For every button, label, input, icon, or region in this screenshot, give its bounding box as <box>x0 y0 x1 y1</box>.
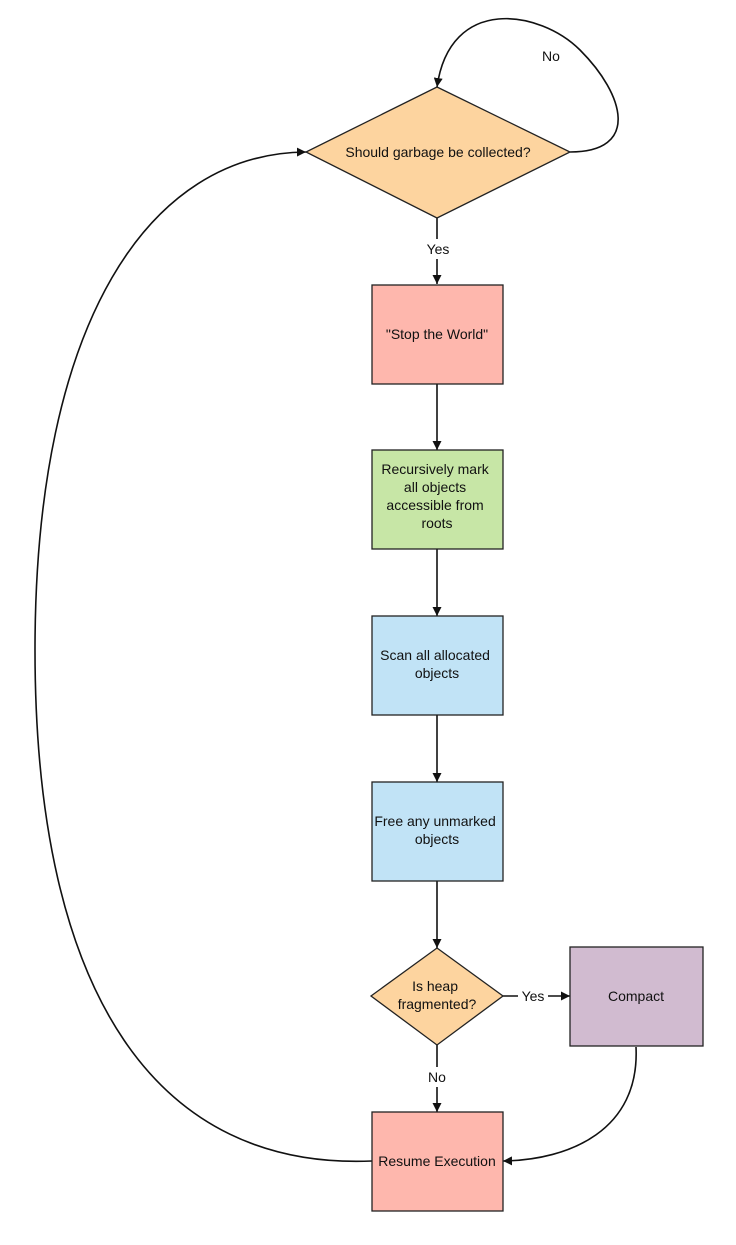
decision-should-gc-label: Should garbage be collected? <box>345 144 530 160</box>
decision-should-gc: Should garbage be collected? <box>304 86 572 219</box>
edge-compact-to-resume <box>502 1046 637 1166</box>
process-free-unmarked: Free any unmarked objects <box>371 781 504 882</box>
edge-heap-yes-label: Yes <box>522 988 545 1004</box>
process-stop-the-world-shape <box>371 284 504 385</box>
decision-should-gc-shape <box>304 86 572 219</box>
edges: No Yes Yes No <box>34 17 637 1166</box>
edge-gc-no-label: No <box>542 48 560 64</box>
edge-resume-to-gc <box>34 147 373 1163</box>
decision-heap-fragmented-shape <box>369 947 505 1046</box>
edge-heap-no-label: No <box>428 1069 446 1085</box>
edge-gc-yes-label-bg <box>422 239 454 259</box>
process-compact: Compact <box>569 946 704 1047</box>
process-scan-allocated-label: Scan all allocated objects <box>380 647 494 681</box>
process-stop-the-world-label: "Stop the World" <box>386 326 488 342</box>
nodes: Should garbage be collected? "Stop the W… <box>304 86 704 1212</box>
process-scan-allocated: Scan all allocated objects <box>371 615 504 716</box>
decision-heap-fragmented-label: Is heap fragmented? <box>398 978 477 1012</box>
process-free-unmarked-label: Free any unmarked objects <box>374 813 499 847</box>
process-free-unmarked-shape <box>371 781 504 882</box>
edge-heap-yes-label-bg <box>518 986 548 1006</box>
process-scan-allocated-shape <box>371 615 504 716</box>
edge-gc-yes-label: Yes <box>427 241 450 257</box>
process-recursive-mark-shape <box>371 449 504 550</box>
process-resume-execution-shape <box>371 1111 504 1212</box>
process-stop-the-world: "Stop the World" <box>371 284 504 385</box>
decision-heap-fragmented: Is heap fragmented? <box>369 947 505 1046</box>
edge-heap-no-label-bg <box>424 1067 450 1087</box>
process-recursive-mark-label: Recursively mark all objects accessible … <box>381 461 492 531</box>
process-recursive-mark: Recursively mark all objects accessible … <box>371 449 504 550</box>
process-compact-shape <box>569 946 704 1047</box>
edge-gc-no-label-bg <box>538 46 564 66</box>
process-resume-execution-label: Resume Execution <box>378 1153 496 1169</box>
edge-gc-no-loop <box>433 17 619 153</box>
process-resume-execution: Resume Execution <box>371 1111 504 1212</box>
process-compact-label: Compact <box>608 988 664 1004</box>
